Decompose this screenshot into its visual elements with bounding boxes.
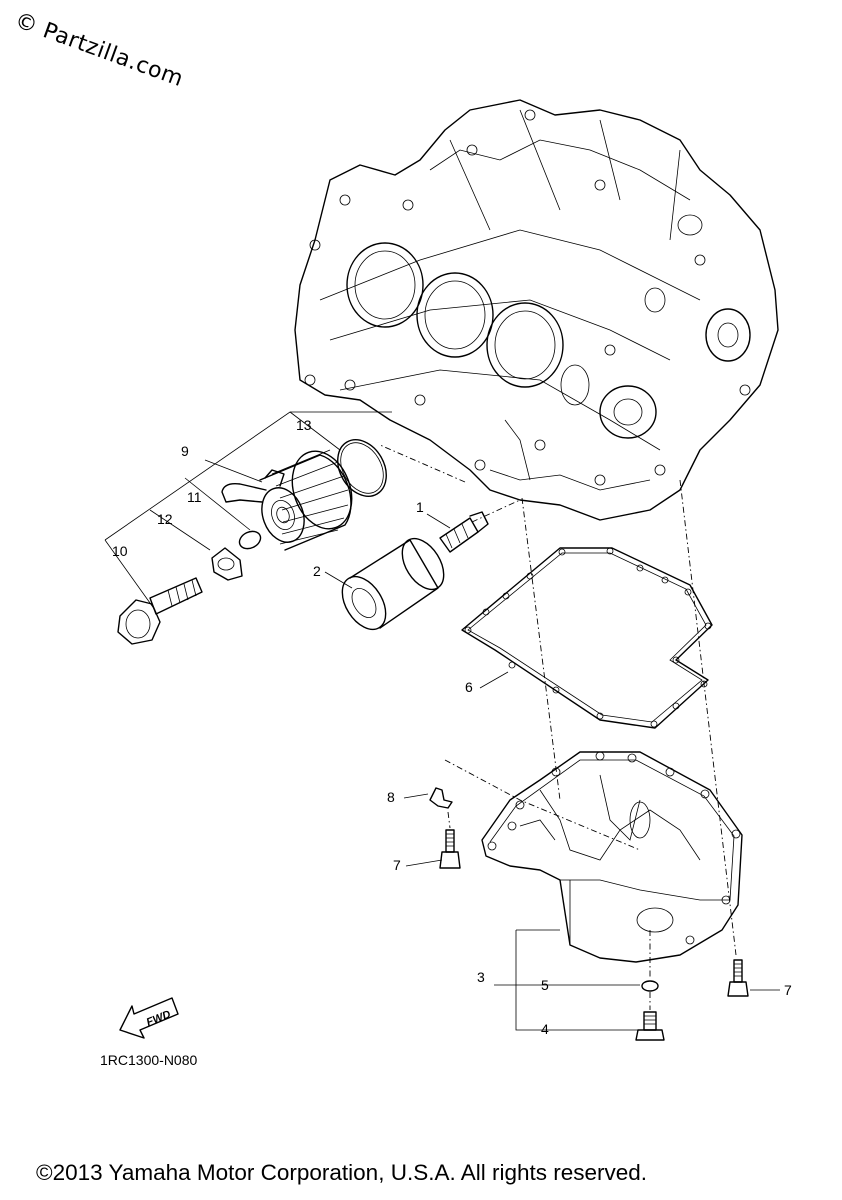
callout-1: 1 bbox=[416, 499, 424, 515]
fwd-label: FWD bbox=[145, 1008, 173, 1029]
union-bolt-1 bbox=[439, 511, 489, 553]
oil-pan-3 bbox=[481, 751, 743, 963]
cooler-washer-12 bbox=[211, 547, 243, 581]
callout-10: 10 bbox=[112, 543, 128, 559]
clamp-8 bbox=[429, 787, 453, 809]
cooler-bolt-10 bbox=[117, 577, 203, 645]
callout-12: 12 bbox=[157, 511, 173, 527]
callout-11: 11 bbox=[187, 489, 202, 505]
callout-5: 5 bbox=[541, 977, 549, 993]
callout-8: 8 bbox=[387, 789, 395, 805]
fwd-arrow-icon: FWD bbox=[119, 997, 179, 1039]
oil-pan-bolt-7-left bbox=[439, 829, 461, 869]
drain-bolt-4 bbox=[635, 1011, 665, 1041]
o-ring-11 bbox=[238, 530, 262, 550]
callout-9: 9 bbox=[181, 443, 189, 459]
oil-pan-bolt-7-right bbox=[727, 959, 749, 997]
callout-3: 3 bbox=[477, 969, 485, 985]
oil-pan-gasket-6 bbox=[461, 547, 713, 729]
callout-4: 4 bbox=[541, 1021, 549, 1037]
callout-6: 6 bbox=[465, 679, 473, 695]
crankcase-drawing bbox=[294, 99, 779, 521]
callout-2: 2 bbox=[313, 563, 321, 579]
callout-7-right: 7 bbox=[784, 982, 792, 998]
callout-13: 13 bbox=[296, 417, 312, 433]
cooler-o-ring-13 bbox=[337, 439, 387, 497]
callout-7-left: 7 bbox=[393, 857, 401, 873]
drawing-code: 1RC1300-N080 bbox=[100, 1052, 198, 1068]
copyright-notice: ©2013 Yamaha Motor Corporation, U.S.A. A… bbox=[36, 1160, 648, 1185]
oil-filter-2 bbox=[341, 537, 445, 631]
drain-gasket-5 bbox=[641, 980, 659, 992]
